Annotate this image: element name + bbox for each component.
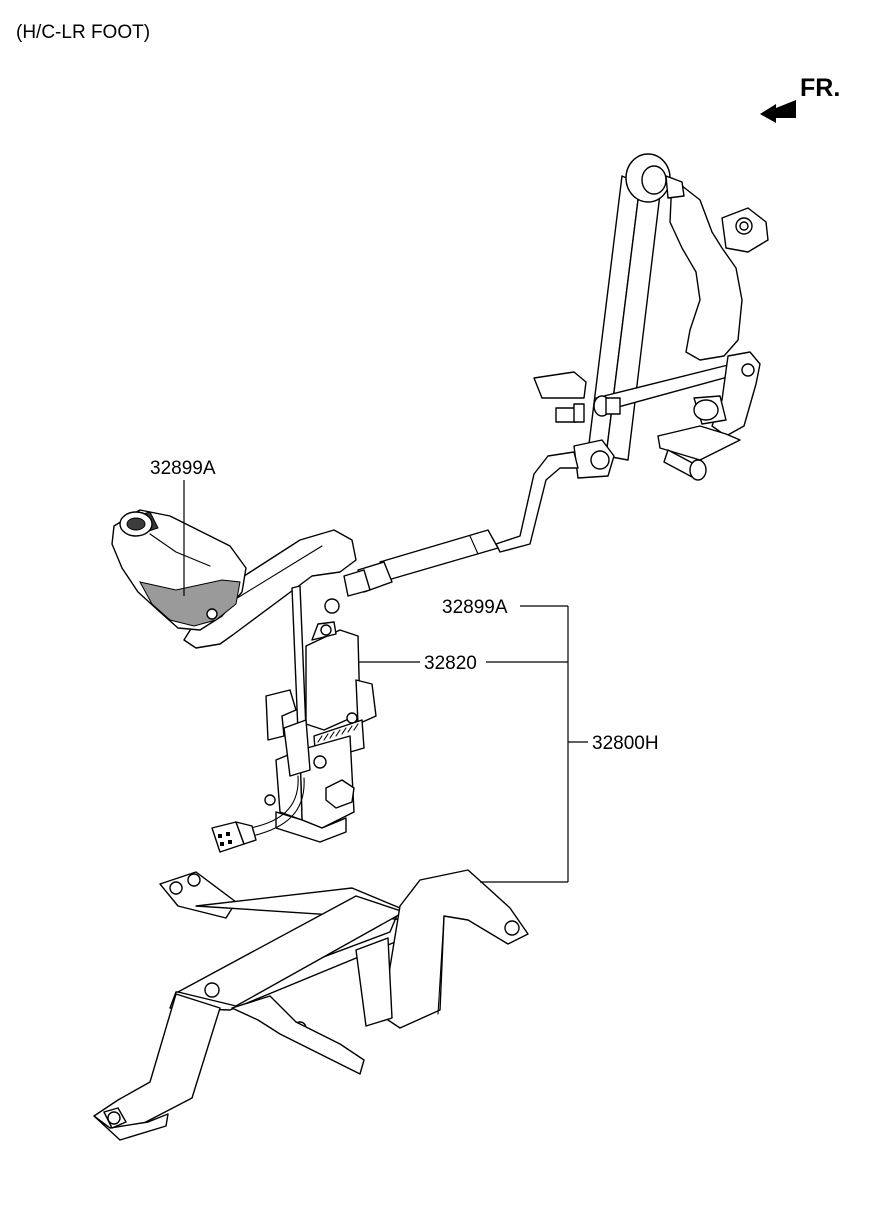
callout-grip-top: 32899A <box>150 458 216 479</box>
front-direction-arrow-icon <box>760 100 796 123</box>
diagram-title: (H/C-LR FOOT) <box>16 22 150 43</box>
callout-assembly: 32800H <box>592 733 659 754</box>
pedal-assembly <box>343 153 769 597</box>
floor-bracket <box>93 869 529 1141</box>
callout-grip-bracket: 32899A <box>442 597 508 618</box>
pedal-mechanism <box>211 585 377 853</box>
callout-pedal-unit: 32820 <box>424 653 477 674</box>
front-label: FR. <box>800 74 840 102</box>
callout-lines <box>183 480 588 883</box>
hand-grip <box>111 509 357 649</box>
